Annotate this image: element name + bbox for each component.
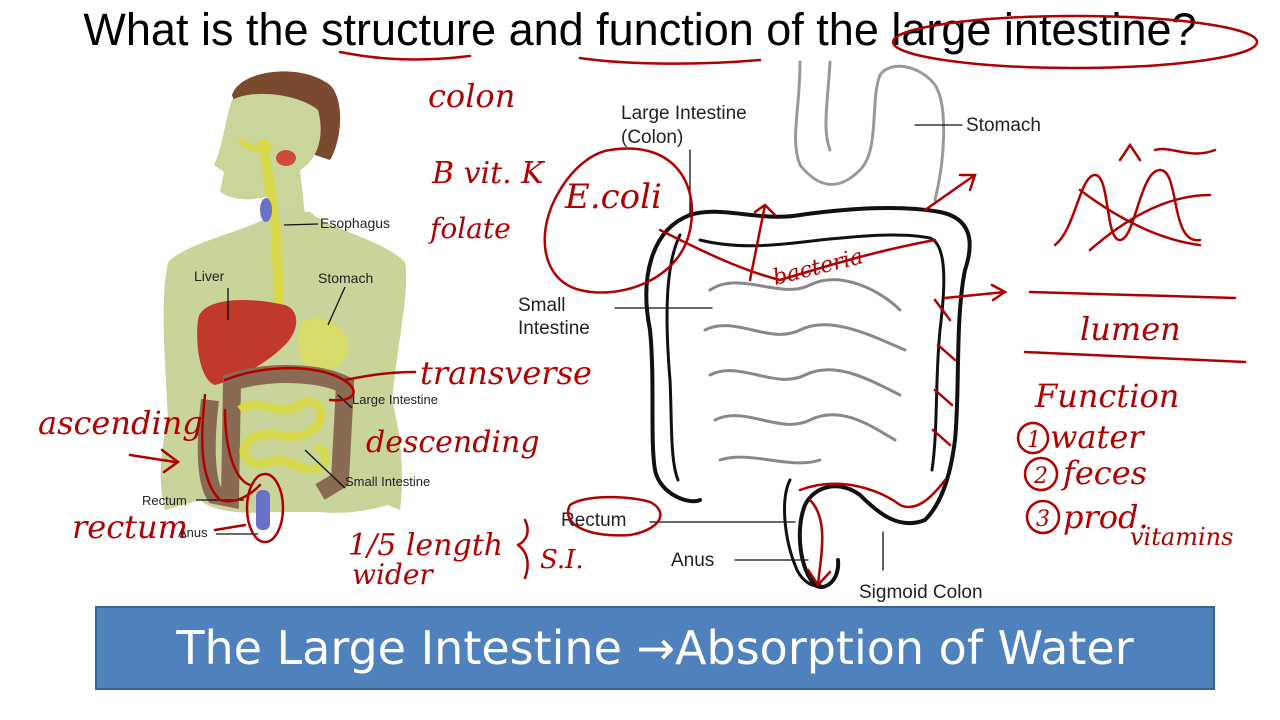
stomach-shape — [298, 317, 349, 371]
ink-lumen: lumen — [1080, 310, 1181, 348]
label-large-intestine-right: Large Intestine — [621, 103, 747, 124]
label-stomach-left: Stomach — [318, 270, 373, 286]
ink-number-3: 3 — [1036, 507, 1050, 532]
left-anatomy-figure: Esophagus Liver Stomach Large Intestine … — [142, 71, 438, 540]
label-sigmoid-colon: Sigmoid Colon — [859, 582, 983, 603]
label-rectum-left: Rectum — [142, 493, 187, 508]
large-intestine-shape — [197, 365, 355, 509]
ink-number-2: 2 — [1033, 464, 1048, 489]
ink-text: colon B vit. K folate E.coli bacteria tr… — [38, 77, 1233, 591]
small-intestine-outline — [703, 278, 907, 465]
liver-shape — [197, 300, 297, 385]
ink-ascending: ascending — [38, 404, 203, 442]
transverse-descending-colon-outline — [688, 206, 972, 522]
label-small-intestine-left: Small Intestine — [345, 474, 430, 489]
ink-rectum: rectum — [72, 508, 188, 546]
label-anus-left: Anus — [178, 525, 208, 540]
salivary-gland-shape — [276, 150, 296, 166]
banner-text: The Large Intestine →Absorption of Water — [176, 621, 1134, 675]
ink-colon: colon — [428, 77, 515, 115]
sigmoid-colon-outline — [797, 484, 927, 589]
ink-e-coli: E.coli — [564, 177, 662, 217]
title-banner: The Large Intestine →Absorption of Water — [95, 606, 1215, 690]
rectum-shape — [256, 490, 270, 530]
ink-transverse: transverse — [420, 354, 592, 392]
ascending-colon-outline — [644, 213, 702, 504]
label-esophagus: Esophagus — [320, 215, 390, 231]
small-intestine-shape — [237, 397, 330, 474]
ink-wider: wider — [352, 558, 434, 591]
ink-function: Function — [1034, 377, 1179, 415]
label-colon-right: (Colon) — [621, 127, 683, 148]
thyroid-shape — [260, 198, 272, 222]
ink-feces: feces — [1061, 454, 1147, 492]
slide-title: What is the structure and function of th… — [83, 4, 1197, 55]
ink-prod: prod. — [1063, 498, 1149, 536]
ink-si: S.I. — [540, 545, 584, 575]
torso-shape — [160, 212, 407, 513]
ink-bacteria: bacteria — [770, 244, 865, 291]
label-stomach-right: Stomach — [966, 115, 1041, 136]
ink-strokes — [128, 14, 1259, 588]
label-small-right-1: Small — [518, 295, 566, 316]
ink-water: water — [1050, 418, 1145, 456]
ink-length: 1/5 length — [348, 528, 503, 563]
label-large-intestine-left: Large Intestine — [352, 392, 438, 407]
ink-descending: descending — [366, 425, 540, 460]
ink-number-1: 1 — [1027, 428, 1041, 453]
ink-vitamins: vitamins — [1130, 523, 1233, 551]
ink-folate: folate — [428, 212, 511, 245]
label-liver: Liver — [194, 268, 225, 284]
ink-b-vit: B vit. K — [431, 156, 545, 191]
right-anatomy-figure — [614, 60, 972, 589]
stomach-outline — [794, 60, 946, 202]
label-anus-right: Anus — [671, 550, 714, 571]
label-small-right-2: Intestine — [518, 318, 590, 339]
